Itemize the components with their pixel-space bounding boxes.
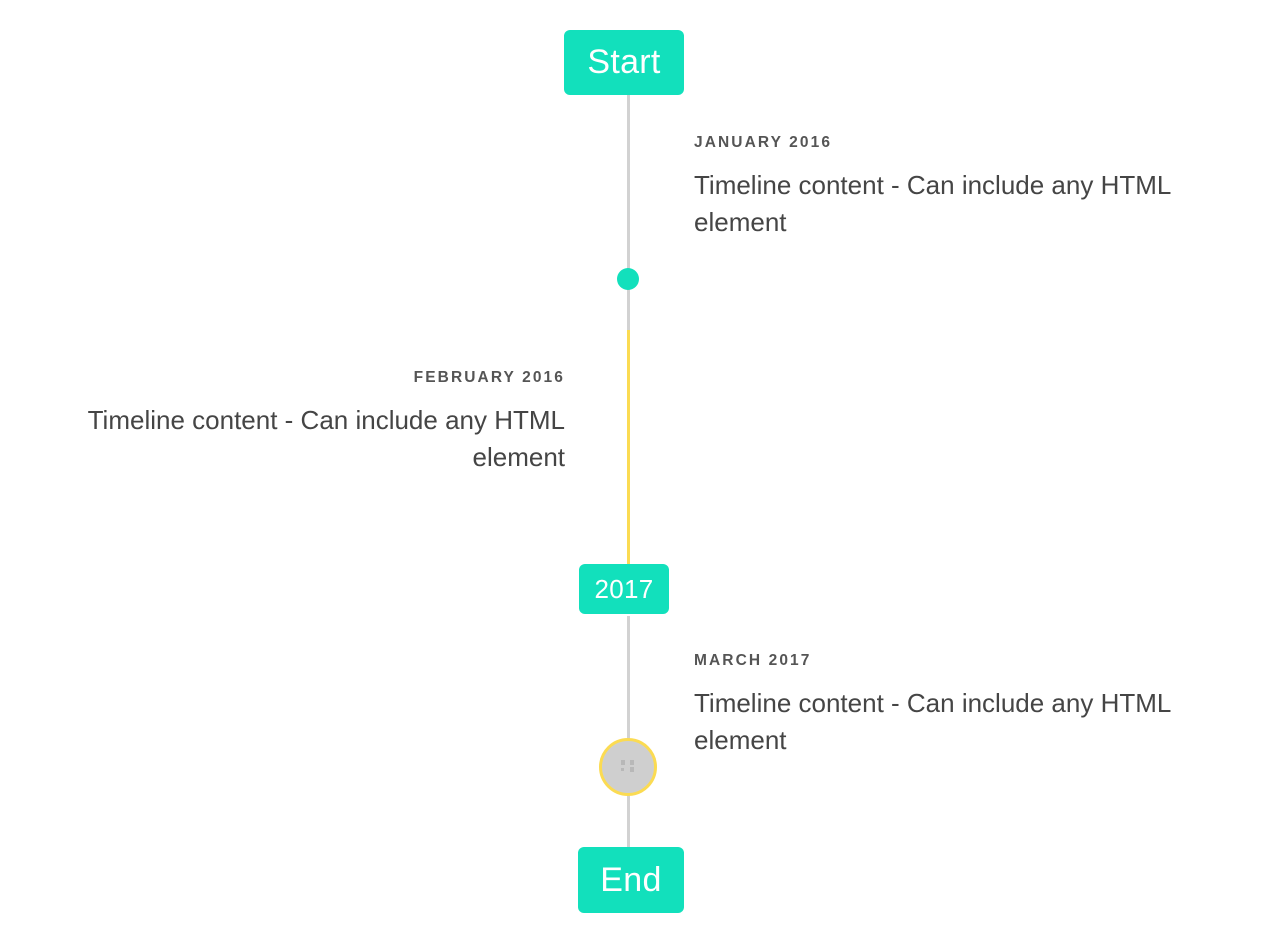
timeline-entry-body: MARCH 2017 Timeline content - Can includ… <box>694 652 1216 760</box>
timeline-entry-date: FEBRUARY 2016 <box>413 369 565 386</box>
timeline-entry-text: Timeline content - Can include any HTML … <box>694 169 1171 238</box>
broken-image-icon <box>620 760 636 774</box>
timeline-marker-dot[interactable] <box>617 268 639 290</box>
timeline-entry-date: MARCH 2017 <box>694 652 812 669</box>
timeline-axis-segment-highlight <box>627 330 630 565</box>
timeline-entry-body: JANUARY 2016 Timeline content - Can incl… <box>694 134 1216 242</box>
timeline-entry-text: Timeline content - Can include any HTML … <box>87 404 565 473</box>
timeline-entry-date: JANUARY 2016 <box>694 134 833 151</box>
timeline-axis-segment-top <box>627 95 630 330</box>
timeline-year-badge[interactable]: 2017 <box>579 564 669 614</box>
timeline-entry-text: Timeline content - Can include any HTML … <box>694 687 1171 756</box>
timeline-end-badge[interactable]: End <box>578 847 684 913</box>
timeline-start-badge[interactable]: Start <box>564 30 684 95</box>
dot-icon <box>617 268 639 290</box>
timeline-marker-broken-image[interactable] <box>599 738 657 796</box>
timeline-entry-body: FEBRUARY 2016 Timeline content - Can inc… <box>42 369 565 477</box>
timeline-axis-segment-bottom <box>627 616 630 854</box>
